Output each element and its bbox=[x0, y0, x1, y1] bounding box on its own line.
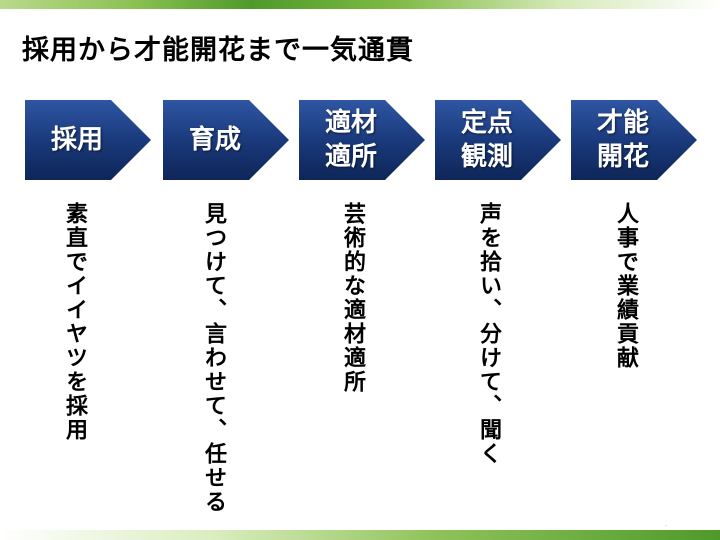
step-label: 適材 適所 bbox=[324, 108, 377, 172]
step-label: 才能 開花 bbox=[596, 108, 649, 172]
step-description-4: 声を拾い、分けて、聞く bbox=[476, 202, 501, 466]
step-description-1: 素直でイイヤツを採用 bbox=[62, 202, 87, 442]
chevron-arrow-shape bbox=[571, 100, 697, 180]
step-description-5: 人事で業績貢献 bbox=[613, 202, 638, 370]
step-arrow-5: 才能 開花 bbox=[571, 100, 697, 180]
slide-title: 採用から才能開花まで一気通貫 bbox=[22, 35, 414, 66]
bottom-accent-bar bbox=[0, 530, 720, 540]
step-arrow-1: 採用 bbox=[25, 100, 151, 180]
step-label: 定点 観測 bbox=[460, 108, 513, 172]
top-accent-bar bbox=[0, 0, 720, 9]
footer-mark: . bbox=[665, 521, 667, 528]
chevron-arrow-shape bbox=[163, 100, 289, 180]
step-arrow-4: 定点 観測 bbox=[435, 100, 561, 180]
step-label: 育成 bbox=[188, 125, 241, 155]
chevron-arrow-shape bbox=[299, 100, 425, 180]
step-description-2: 見つけて、言わせて、任せる bbox=[201, 202, 226, 514]
chevron-arrow-shape bbox=[25, 100, 151, 180]
step-arrow-3: 適材 適所 bbox=[299, 100, 425, 180]
step-description-3: 芸術的な適材適所 bbox=[340, 202, 365, 394]
step-label: 採用 bbox=[50, 125, 103, 155]
step-arrow-2: 育成 bbox=[163, 100, 289, 180]
chevron-arrow-shape bbox=[435, 100, 561, 180]
